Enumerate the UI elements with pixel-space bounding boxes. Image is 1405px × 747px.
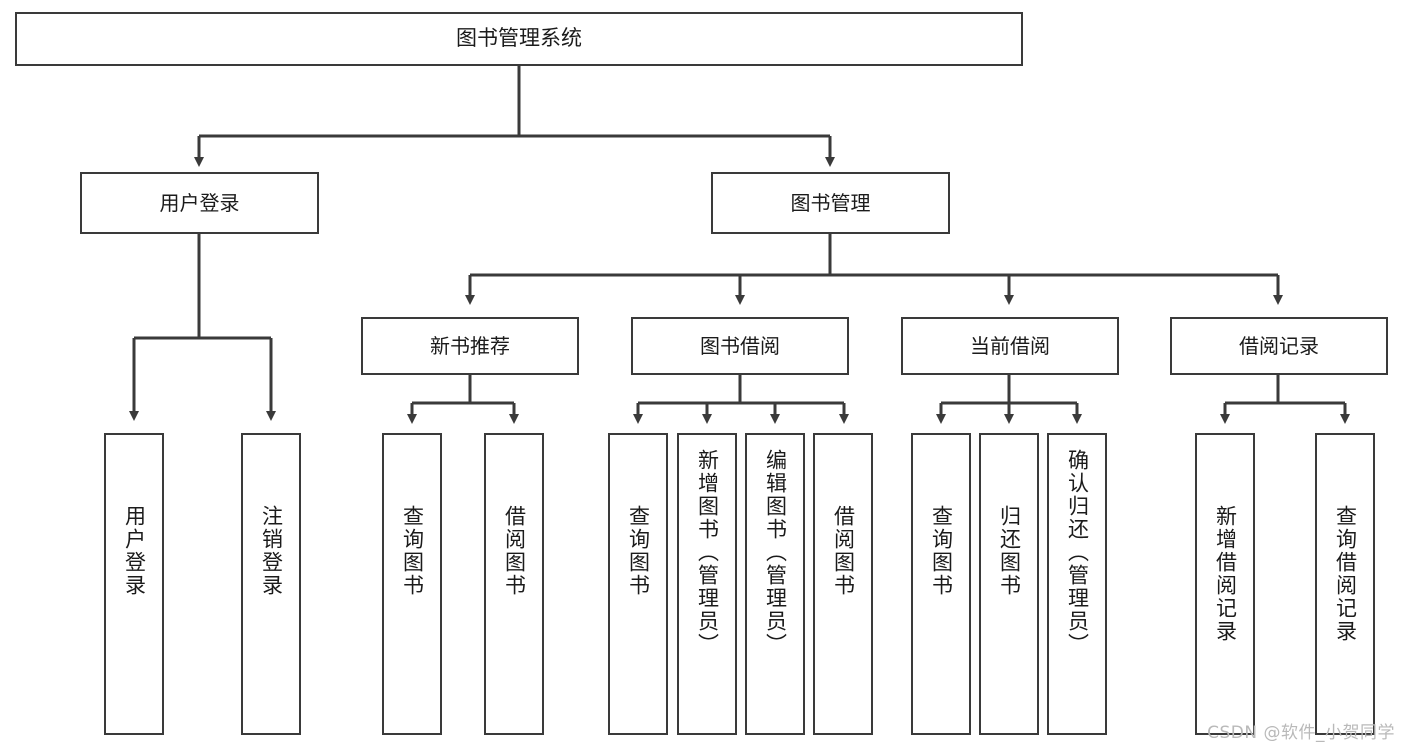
leaf-user-login-login[interactable]: 用户登录	[104, 433, 164, 735]
node-label: 注销登录	[259, 505, 284, 597]
leaf-borrow-add-book-admin[interactable]: 新增图书（管理员）	[677, 433, 737, 735]
leaf-record-query-record[interactable]: 查询借阅记录	[1315, 433, 1375, 735]
node-label: 查询借阅记录	[1333, 505, 1358, 643]
node-user-login[interactable]: 用户登录	[80, 172, 319, 234]
node-label: 查询图书	[626, 505, 651, 597]
node-label: 借阅记录	[1239, 333, 1319, 358]
leaf-record-add-record[interactable]: 新增借阅记录	[1195, 433, 1255, 735]
node-label: 借阅图书	[831, 505, 856, 597]
node-label: 新增图书（管理员）	[695, 449, 720, 656]
node-label: 图书管理系统	[456, 26, 582, 51]
node-label: 确认归还（管理员）	[1065, 449, 1090, 656]
node-label: 查询图书	[400, 505, 425, 597]
node-book-management[interactable]: 图书管理	[711, 172, 950, 234]
leaf-new-book-borrow[interactable]: 借阅图书	[484, 433, 544, 735]
leaf-current-query-book[interactable]: 查询图书	[911, 433, 971, 735]
node-label: 新书推荐	[430, 333, 510, 358]
leaf-user-login-logout[interactable]: 注销登录	[241, 433, 301, 735]
leaf-borrow-query-book[interactable]: 查询图书	[608, 433, 668, 735]
node-root-system[interactable]: 图书管理系统	[15, 12, 1023, 66]
leaf-borrow-borrow-book[interactable]: 借阅图书	[813, 433, 873, 735]
node-label: 新增借阅记录	[1213, 505, 1238, 643]
leaf-current-return-book[interactable]: 归还图书	[979, 433, 1039, 735]
node-label: 用户登录	[159, 190, 240, 215]
leaf-current-confirm-return-admin[interactable]: 确认归还（管理员）	[1047, 433, 1107, 735]
node-label: 查询图书	[929, 505, 954, 597]
node-label: 用户登录	[122, 505, 147, 597]
node-label: 图书借阅	[700, 333, 780, 358]
node-label: 归还图书	[997, 505, 1022, 597]
node-label: 图书管理	[790, 190, 871, 215]
leaf-new-book-query[interactable]: 查询图书	[382, 433, 442, 735]
node-label: 当前借阅	[970, 333, 1050, 358]
leaf-borrow-edit-book-admin[interactable]: 编辑图书（管理员）	[745, 433, 805, 735]
node-label: 编辑图书（管理员）	[763, 449, 788, 656]
node-new-book-recommend[interactable]: 新书推荐	[361, 317, 579, 375]
node-current-borrow[interactable]: 当前借阅	[901, 317, 1119, 375]
node-book-borrow[interactable]: 图书借阅	[631, 317, 849, 375]
node-label: 借阅图书	[502, 505, 527, 597]
node-borrow-record[interactable]: 借阅记录	[1170, 317, 1388, 375]
